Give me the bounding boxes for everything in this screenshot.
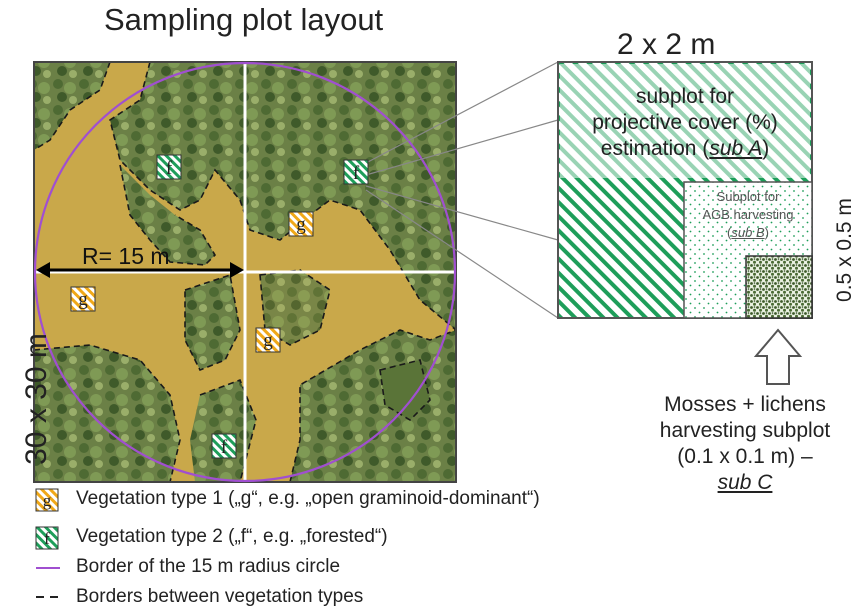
- plot-size-label: 30 x 30 m: [20, 333, 53, 465]
- marker-f-1: [156, 154, 182, 180]
- subplot-b-size-label: 0.5 x 0.5 m: [833, 198, 856, 302]
- sub-c-tag: sub C: [717, 471, 773, 494]
- marker-g-1-label: g: [296, 214, 306, 235]
- subplot-c-description: Mosses + lichens harvesting subplot (0.1…: [650, 392, 840, 496]
- sub-b-line1: Subplot for: [716, 189, 780, 204]
- zoom-connectors: [365, 61, 559, 319]
- legend-key-f: f: [35, 526, 59, 550]
- sub-b-line2: AGB harvesting: [702, 207, 794, 222]
- svg-text:f: f: [44, 529, 50, 548]
- radius-label: R= 15 m: [82, 243, 170, 269]
- sub-c-line1: Mosses + lichens: [664, 393, 826, 416]
- radius-circle: [33, 61, 457, 483]
- svg-text:g: g: [43, 491, 52, 510]
- radius-arrow: [36, 262, 244, 278]
- subplot-a-text-backdrop: [560, 64, 810, 178]
- marker-g-2: [70, 286, 96, 312]
- page-title: Sampling plot layout: [104, 2, 384, 37]
- legend-item-circle: Border of the 15 m radius circle: [76, 556, 341, 577]
- marker-f-2: [343, 159, 369, 185]
- sub-c-line2: harvesting subplot: [659, 419, 831, 442]
- legend-item-f: Vegetation type 2 („f“, e.g. „forested“): [76, 526, 388, 547]
- marker-f-2-label: f: [353, 163, 360, 184]
- sub-c-pointer-arrow: [753, 328, 803, 385]
- marker-g-2-label: g: [78, 289, 88, 310]
- legend-item-g: Vegetation type 1 („g“, e.g. „open grami…: [76, 488, 540, 509]
- marker-g-3: [255, 327, 281, 353]
- sub-b-tag: sub B: [731, 225, 765, 240]
- marker-f-1-label: f: [166, 158, 173, 179]
- marker-f-3-label: f: [221, 437, 228, 458]
- sub-a-line1: subplot for: [635, 85, 735, 108]
- sub-a-line3: estimation (sub A): [600, 137, 770, 160]
- sub-a-tag: sub A: [709, 137, 763, 160]
- sub-c-line3: (0.1 x 0.1 m) –: [677, 445, 813, 468]
- sub-a-line2: projective cover (%): [592, 111, 778, 134]
- subplot-c-box: [745, 255, 813, 319]
- legend-item-dash: Borders between vegetation types: [76, 586, 364, 607]
- forest-patches: [34, 62, 456, 482]
- marker-f-3: [211, 433, 237, 459]
- subplot-a-description: subplot for projective cover (%) estimat…: [565, 84, 805, 162]
- subplot-b-description: Subplot for AGB harvesting (sub B): [686, 188, 810, 242]
- marker-g-1: [288, 211, 314, 237]
- subplot-size-label: 2 x 2 m: [617, 28, 716, 61]
- legend-key-g: g: [35, 488, 59, 512]
- marker-g-3-label: g: [263, 330, 273, 351]
- sub-b-line3: (sub B): [727, 225, 769, 240]
